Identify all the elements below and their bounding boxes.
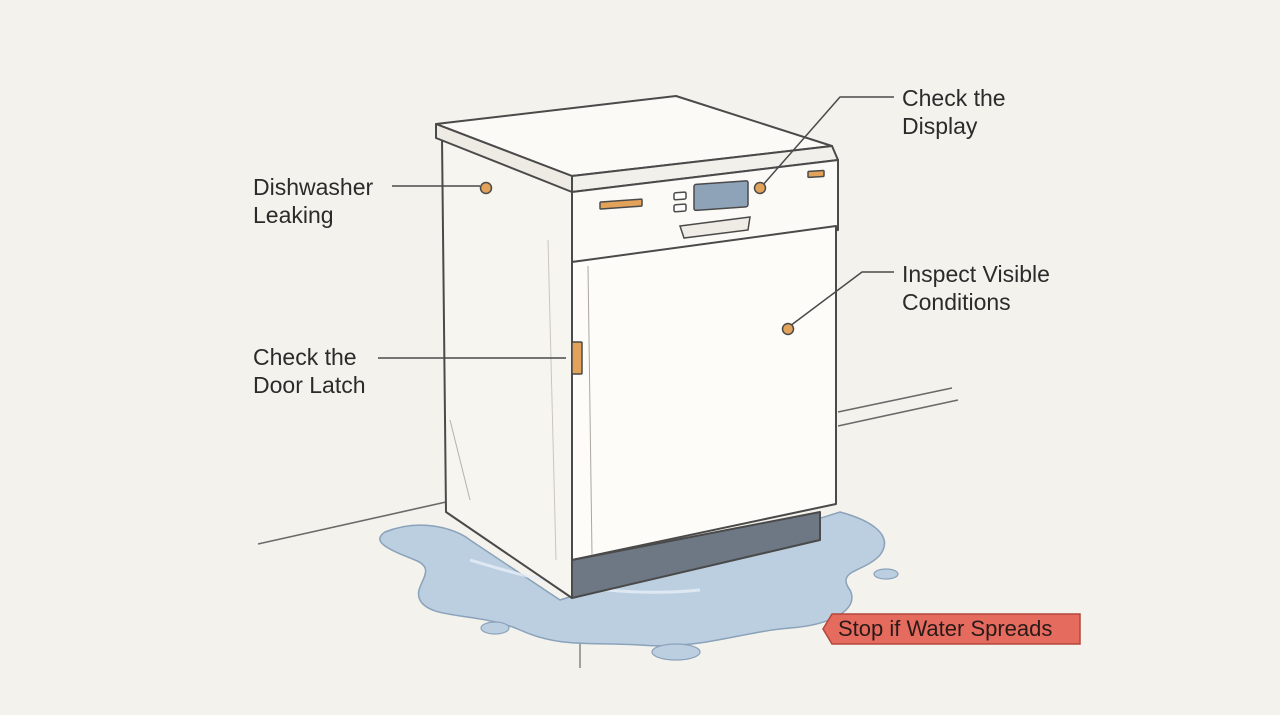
marker-inspect <box>781 322 795 336</box>
door-latch <box>571 341 583 375</box>
control-panel-details <box>571 169 825 375</box>
callout-inspect-conditions: Inspect Visible Conditions <box>902 261 1050 315</box>
kick-plate <box>571 511 821 599</box>
warning-tag: Stop if Water Spreads <box>822 612 1082 646</box>
marker-display <box>753 181 767 195</box>
leader-lines <box>378 96 894 359</box>
control-button-1 <box>673 191 687 201</box>
marker-leaking <box>479 181 493 195</box>
door-handle <box>679 216 751 239</box>
right-indicator-strip <box>807 169 825 179</box>
leader-display <box>761 96 894 187</box>
leader-inspect <box>789 271 894 327</box>
control-button-2 <box>673 203 687 213</box>
callout-check-display: Check the Display <box>902 85 1006 139</box>
display-screen <box>693 180 749 212</box>
front-door <box>571 225 837 561</box>
warning-tag-shape <box>822 613 1081 645</box>
callout-markers <box>479 181 795 336</box>
side-panel <box>441 137 573 599</box>
callout-dishwasher-leaking: Dishwasher Leaking <box>253 174 374 228</box>
callout-check-door-latch: Check the Door Latch <box>253 344 366 398</box>
left-indicator-strip <box>599 198 643 210</box>
warning-text: Stop if Water Spreads <box>838 616 1053 641</box>
dishwasher <box>435 95 839 599</box>
